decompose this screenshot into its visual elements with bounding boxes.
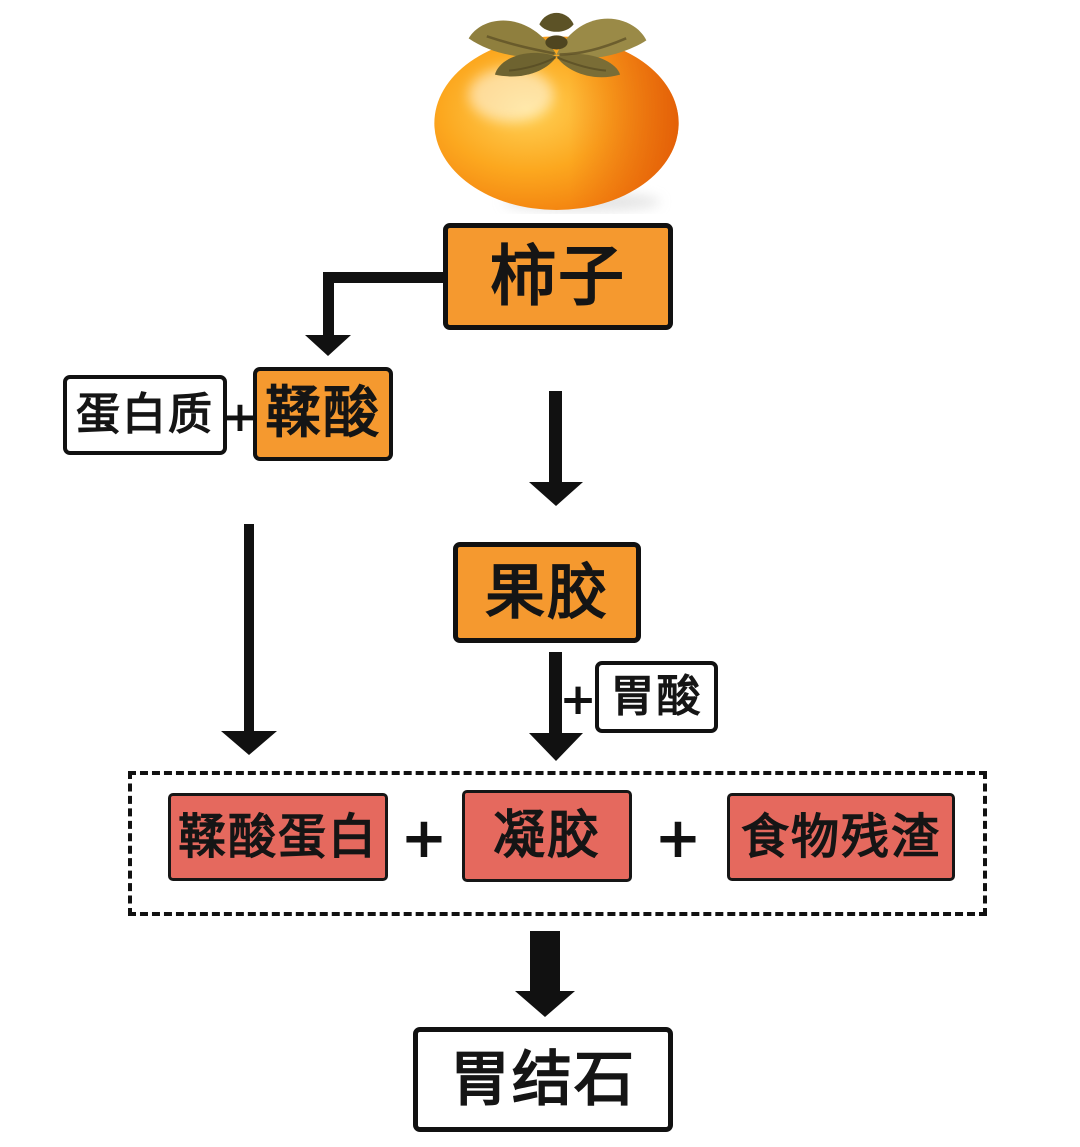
node-pectin: 果胶 bbox=[453, 542, 641, 643]
plus-protein-tannic: + bbox=[222, 392, 258, 441]
persimmon-calyx bbox=[468, 12, 647, 78]
arrow-mix-to-stone-head bbox=[515, 991, 575, 1017]
node-gastric-acid-label: 胃酸 bbox=[610, 671, 703, 722]
arrow-persimmon-to-pectin-head bbox=[529, 482, 583, 506]
arrow-pectin-to-mix-head bbox=[529, 733, 583, 761]
node-food-residue-label: 食物残渣 bbox=[740, 809, 941, 865]
arrow-persimmon-to-tannic-head bbox=[305, 335, 351, 356]
arrow-persimmon-to-tannic-hbar bbox=[323, 272, 443, 283]
arrow-persimmon-to-tannic-vbar bbox=[323, 272, 334, 336]
node-protein-label: 蛋白质 bbox=[76, 389, 214, 440]
node-gel-label: 凝胶 bbox=[492, 806, 601, 866]
node-tannic-acid: 鞣酸 bbox=[253, 367, 393, 461]
plus-tannin-gel: + bbox=[400, 806, 448, 871]
persimmon-photo-icon bbox=[434, 12, 679, 211]
node-tannin-protein-label: 鞣酸蛋白 bbox=[177, 809, 378, 865]
reaction-dashed-container bbox=[128, 771, 987, 916]
node-pectin-label: 果胶 bbox=[485, 557, 609, 628]
plus-pectin-gastric: + bbox=[559, 674, 597, 725]
arrow-tannic-to-mix-bar bbox=[244, 524, 254, 733]
arrow-mix-to-stone-bar bbox=[530, 931, 560, 992]
node-persimmon: 柿子 bbox=[443, 223, 673, 330]
node-protein: 蛋白质 bbox=[63, 375, 227, 455]
node-tannin-protein: 鞣酸蛋白 bbox=[168, 793, 388, 881]
plus-gel-residue: + bbox=[654, 806, 702, 871]
node-gastric-acid: 胃酸 bbox=[595, 661, 718, 733]
node-gastric-stone-label: 胃结石 bbox=[450, 1044, 636, 1115]
arrow-persimmon-to-pectin-bar bbox=[549, 391, 562, 482]
arrow-tannic-to-mix-head bbox=[221, 731, 277, 755]
node-tannic-acid-label: 鞣酸 bbox=[265, 381, 381, 446]
arrow-pectin-to-mix-bar bbox=[549, 652, 562, 733]
node-gastric-stone: 胃结石 bbox=[413, 1027, 673, 1132]
node-persimmon-label: 柿子 bbox=[490, 237, 626, 315]
node-food-residue: 食物残渣 bbox=[727, 793, 955, 881]
node-gel: 凝胶 bbox=[462, 790, 632, 882]
